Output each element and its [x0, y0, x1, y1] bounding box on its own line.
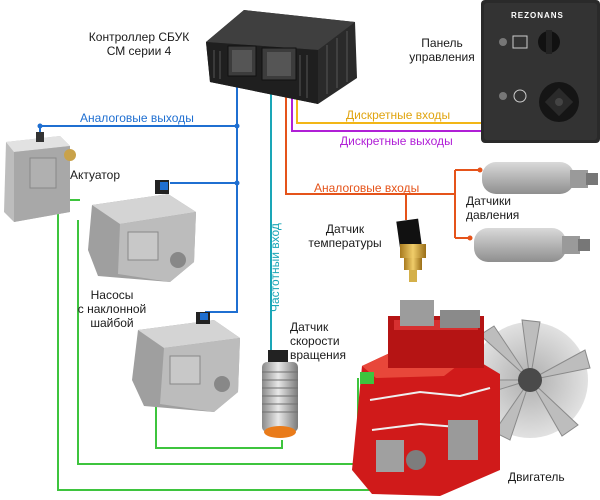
- pressure-sensors-label-line2: давления: [466, 208, 520, 222]
- analog-inputs-label: Аналоговые входы: [314, 181, 420, 195]
- temp-sensor-label-line2: температуры: [308, 236, 382, 250]
- controller-unit: [206, 10, 357, 104]
- speed-sensor-label-line2: скорости: [290, 334, 340, 348]
- pumps-label-line1: Насосы: [90, 288, 134, 302]
- engine: [352, 300, 591, 496]
- freq-input-label: Частотный вход: [268, 223, 282, 312]
- speed-sensor-label: Датчик скорости вращения: [290, 320, 346, 362]
- pressure-sensors-label: Датчики давления: [466, 194, 519, 222]
- engine-label: Двигатель: [508, 470, 565, 484]
- panel-label: Панель управления: [402, 36, 482, 64]
- panel-brand-logo: REZONANS: [511, 11, 564, 20]
- pump-bottom: [132, 312, 240, 412]
- temp-sensor-label: Датчик температуры: [301, 222, 389, 250]
- pumps-label: Насосы с наклонной шайбой: [72, 288, 152, 330]
- discrete-outputs-label: Дискретные выходы: [340, 134, 453, 148]
- panel-label-line1: Панель: [421, 36, 463, 50]
- controller-label-line2: СМ серии 4: [106, 44, 172, 58]
- pressure-terminal-bottom: [467, 235, 473, 241]
- panel-label-line2: управления: [409, 50, 475, 64]
- pump-top: [88, 180, 196, 282]
- pressure-sensor-top: [482, 162, 598, 194]
- analog-outputs-label: Аналоговые выходы: [80, 111, 194, 125]
- control-panel: [481, 0, 600, 143]
- pumps-label-line3: шайбой: [90, 316, 134, 330]
- engine-fan: [471, 319, 591, 441]
- panel-indicator-2: [499, 92, 507, 100]
- temp-sensor-label-line1: Датчик: [325, 222, 365, 236]
- pumps-label-line2: с наклонной: [77, 302, 147, 316]
- pressure-sensor-bottom: [474, 228, 590, 262]
- pressure-terminal-top: [477, 167, 483, 173]
- junction-dots: [37, 123, 240, 186]
- controller-label: Контроллер СБУК СМ серии 4: [80, 30, 198, 58]
- pressure-sensors-label-line1: Датчики: [466, 194, 511, 208]
- controller-label-line1: Контроллер СБУК: [88, 30, 190, 44]
- speed-sensor: [262, 350, 298, 438]
- discrete-inputs-label: Дискретные входы: [346, 108, 451, 122]
- actuator: [4, 132, 76, 222]
- speed-sensor-label-line1: Датчик: [290, 320, 329, 334]
- actuator-label: Актуатор: [70, 168, 121, 182]
- temperature-sensor: [396, 218, 426, 282]
- speed-sensor-label-line3: вращения: [290, 348, 346, 362]
- panel-indicator-1: [499, 38, 507, 46]
